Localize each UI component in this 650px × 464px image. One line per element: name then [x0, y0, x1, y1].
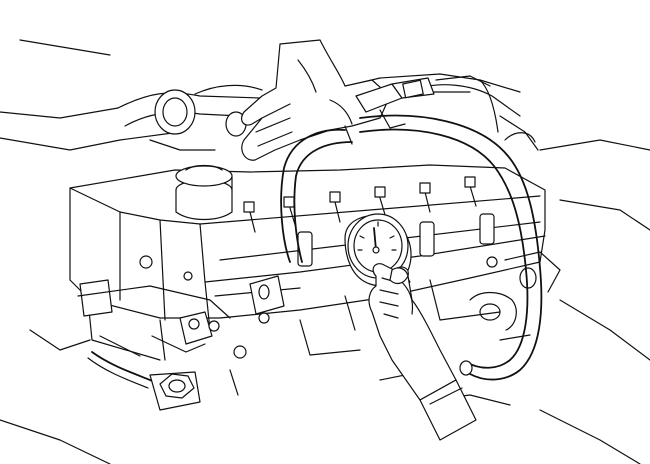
gauge-adapter	[344, 75, 491, 145]
left-bracket	[77, 255, 247, 359]
lower-hand	[368, 263, 477, 441]
lifting-bracket	[249, 275, 285, 324]
oil-filler-cap	[175, 164, 233, 221]
intake-duct	[117, 73, 539, 151]
compression-gauge	[344, 213, 412, 289]
lower-left-hardware	[87, 335, 239, 411]
upper-hand	[240, 39, 391, 161]
gauge-hose	[280, 114, 543, 381]
engine-bay-background	[0, 39, 650, 464]
